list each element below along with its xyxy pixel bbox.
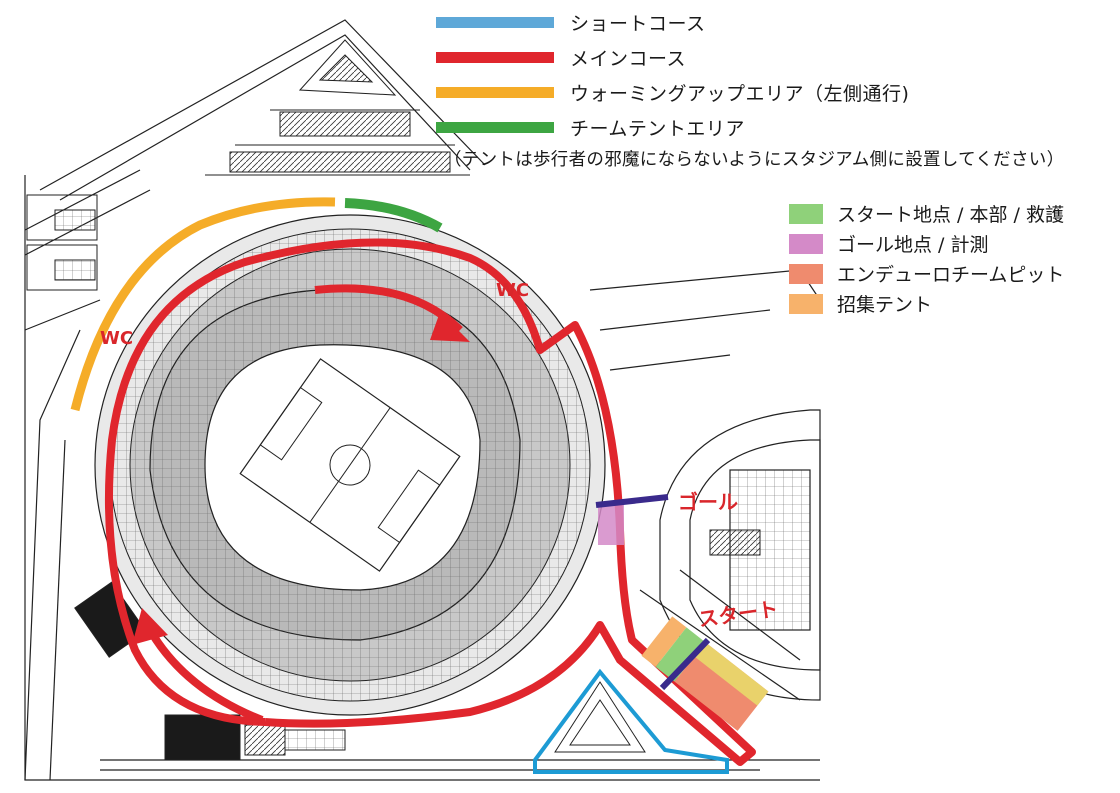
start-line-marker (659, 637, 711, 691)
main-course-line (104, 238, 756, 766)
warmup-area-line (70, 197, 336, 412)
legend-main-course: メインコース (436, 44, 686, 71)
start-area (641, 616, 769, 731)
legend-box-label-goal: ゴール地点 / 計測 (837, 234, 989, 256)
wc-label-top: WC (496, 280, 530, 301)
direction-arrow-left (146, 627, 264, 724)
legend-box-label-start: スタート地点 / 本部 / 救護 (837, 204, 1064, 226)
legend-swatch-short (436, 17, 554, 28)
legend-box-label-call: 招集テント (837, 294, 933, 316)
wc-label-left: WC (100, 328, 134, 349)
legend-team-tent: チームテントエリア (436, 114, 745, 141)
legend-short-course: ショートコース (436, 9, 706, 36)
legend-box-goal (789, 233, 823, 254)
team-tent-area-line (344, 198, 443, 233)
legend-enduro-pit: エンデューロチームピット (789, 260, 1064, 287)
legend-start-point: スタート地点 / 本部 / 救護 (789, 200, 1064, 227)
goal-label: ゴール (678, 490, 738, 514)
short-course-line (533, 668, 729, 774)
legend-label-tent: チームテントエリア (570, 118, 745, 140)
goal-line-marker (595, 494, 669, 508)
legend-label-warmup: ウォーミングアップエリア（左側通行) (570, 83, 910, 105)
legend-call-tent: 招集テント (789, 290, 932, 317)
stadium (94, 214, 606, 716)
legend-box-pit (789, 263, 823, 284)
plaza-triangle (205, 39, 470, 176)
legend-swatch-main (436, 52, 554, 63)
direction-arrow-top-head (430, 312, 470, 342)
small-triangle (554, 681, 646, 753)
goal-zone (598, 505, 624, 545)
left-courts (26, 194, 98, 291)
legend-label-short: ショートコース (570, 13, 706, 35)
legend-box-start (789, 203, 823, 224)
legend-warmup: ウォーミングアップエリア（左側通行) (436, 79, 909, 106)
legend-box-call (789, 293, 823, 314)
tent-note: （テントは歩行者の邪魔にならないようにスタジアム側に設置してください） (444, 150, 1065, 170)
legend-swatch-warmup (436, 87, 554, 98)
legend-label-main: メインコース (570, 48, 687, 70)
legend-goal-point: ゴール地点 / 計測 (789, 230, 988, 257)
plaza-stand-lower (229, 151, 451, 173)
legend-swatch-tent (436, 122, 554, 133)
direction-arrow-top (314, 284, 463, 333)
plaza-stand-upper (279, 111, 411, 137)
legend-box-label-pit: エンデューロチームピット (837, 264, 1065, 286)
direction-arrow-left-head (132, 608, 168, 645)
